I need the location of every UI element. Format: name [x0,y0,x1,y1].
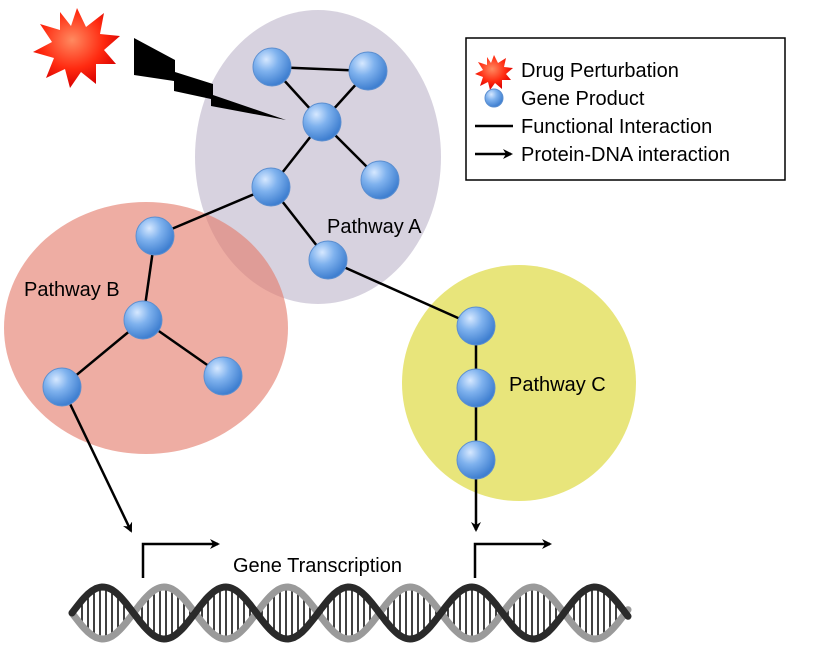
legend-functional-label: Functional Interaction [521,116,712,138]
node-a6 [308,240,348,280]
node-b2 [123,300,163,340]
node-c1 [456,306,496,346]
legend-gene-icon [484,88,504,108]
dna-helix [68,583,632,643]
legend-drug-label: Drug Perturbation [521,60,679,82]
gene-product-nodes [42,47,496,480]
legend: Drug Perturbation Gene Product Functiona… [465,37,786,181]
legend-gene-label: Gene Product [521,88,645,110]
pathway-b-label: Pathway B [24,279,120,301]
arrow-b-to-dna [60,386,133,533]
legend-protein-dna-label: Protein-DNA interaction [521,144,730,166]
lightning-bolt-icon [134,38,286,120]
node-a4 [360,160,400,200]
pathway-a-label: Pathway A [327,216,422,238]
drug-perturbation-icon [33,8,120,88]
legend-box [465,37,786,181]
node-a1 [252,47,292,87]
node-a3 [302,102,342,142]
dna-strand-dark [68,583,632,643]
gene-transcription-label: Gene Transcription [233,555,402,577]
legend-drug-icon [475,55,513,90]
pathway-c-label: Pathway C [509,374,606,396]
node-a5 [251,167,291,207]
dna-strand-light [68,583,632,643]
node-a2 [348,51,388,91]
node-b3 [42,367,82,407]
node-c3 [456,440,496,480]
transcription-start-sites [141,539,552,578]
node-b4 [203,356,243,396]
node-b1 [135,216,175,256]
tss-left [141,539,220,578]
tss-right [473,539,552,578]
node-c2 [456,368,496,408]
